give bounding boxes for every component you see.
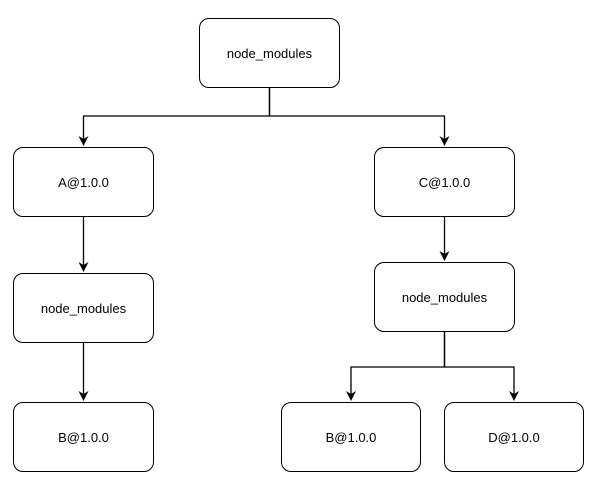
edge-c-node-modules-to-b: [346, 332, 446, 401]
node-label: B@1.0.0: [58, 429, 109, 445]
node-c-package-d[interactable]: D@1.0.0: [444, 402, 584, 472]
edge-root-to-a: [78, 88, 271, 146]
node-label: D@1.0.0: [488, 429, 540, 445]
node-root-node-modules[interactable]: node_modules: [199, 18, 340, 88]
node-package-c[interactable]: C@1.0.0: [374, 147, 515, 217]
node-c-node-modules[interactable]: node_modules: [374, 262, 515, 332]
node-label: node_modules: [40, 300, 127, 316]
node-label: C@1.0.0: [418, 174, 471, 190]
node-a-package-b[interactable]: B@1.0.0: [13, 402, 154, 472]
node-label: node_modules: [226, 45, 313, 61]
edge-root-to-c: [268, 88, 450, 146]
node-label: node_modules: [401, 289, 488, 305]
node-label: B@1.0.0: [325, 429, 377, 445]
node-package-a[interactable]: A@1.0.0: [13, 147, 154, 217]
node-a-node-modules[interactable]: node_modules: [13, 273, 154, 343]
node-c-package-b[interactable]: B@1.0.0: [281, 402, 421, 472]
edge-c-node-modules-to-d: [443, 332, 519, 401]
node-label: A@1.0.0: [58, 174, 109, 190]
